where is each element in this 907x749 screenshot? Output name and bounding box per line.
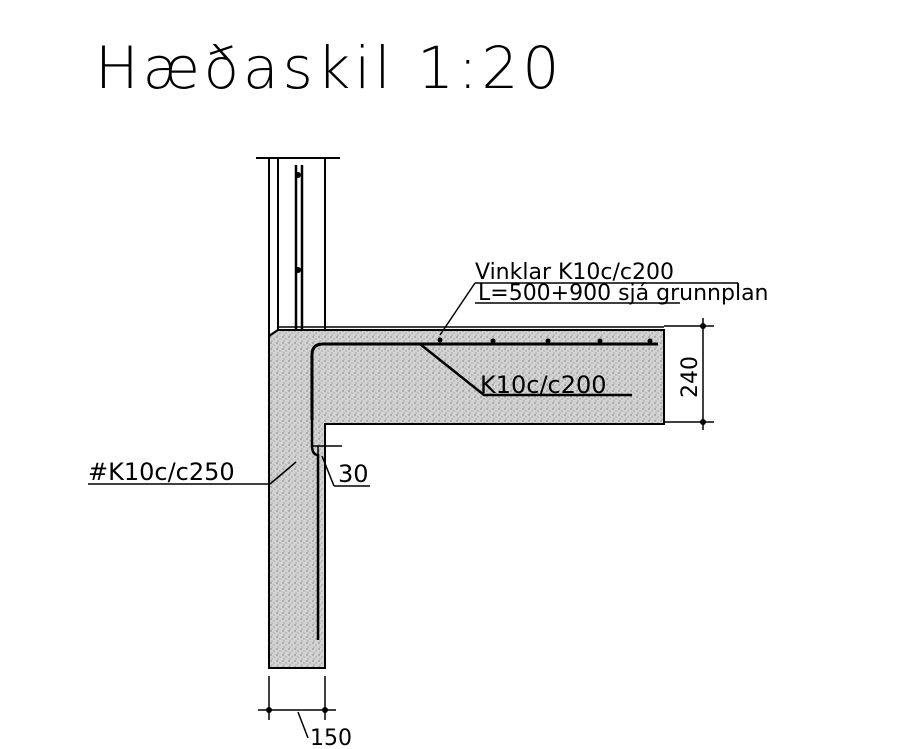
wall-thickness-label: 150 [310,726,352,749]
cover-dimension [312,445,370,487]
upper-wall [256,157,340,337]
concrete-section [268,329,665,669]
stirrups-leader [439,282,738,336]
dimension-ticks-bottom [266,707,328,713]
wall-mesh-label: #K10c/c250 [88,458,235,486]
dimension-ticks-right [700,323,706,425]
slab-thickness-label: 240 [678,356,703,398]
slab-bent-rebar [419,343,632,397]
slab-top-rebar [310,342,658,420]
cover-label: 30 [338,460,369,488]
wall-mesh-leader [88,461,297,485]
stirrups-label-line1: Vinklar K10c/c200 [475,260,674,285]
rebar-dots-slab [437,337,653,344]
rebar-dots-upper [295,172,301,273]
slab-rebar-label: K10c/c200 [480,371,607,399]
drawing-title: Hæðaskil 1:20 [95,34,563,102]
stirrups-label-line2: L=500+900 sjá grunnplan [478,281,769,306]
